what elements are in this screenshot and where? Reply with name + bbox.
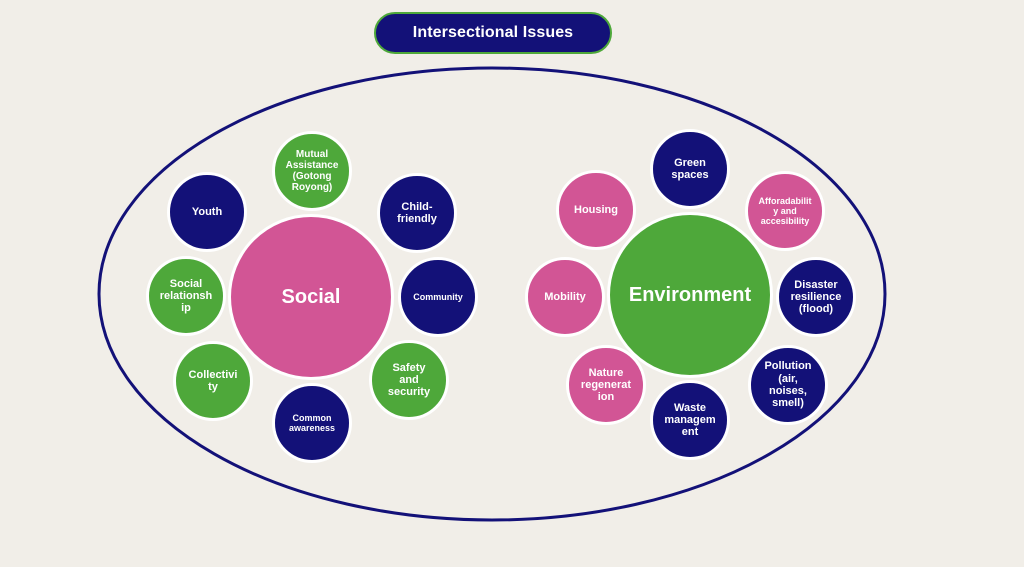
node-housing: Housing <box>556 170 636 250</box>
node-disaster-resilience: Disaster resilience (flood) <box>776 257 856 337</box>
node-safety-and-security: Safety and security <box>369 340 449 420</box>
node-social-relationship: Social relationsh ip <box>146 256 226 336</box>
hub-environment: Environment <box>607 212 773 378</box>
node-community: Community <box>398 257 478 337</box>
node-child-friendly: Child- friendly <box>377 173 457 253</box>
node-waste-management: Waste managem ent <box>650 380 730 460</box>
node-mutual-assistance: Mutual Assistance (Gotong Royong) <box>272 131 352 211</box>
node-affordability-accessibility: Afforadabilit y and accesibility <box>745 171 825 251</box>
node-collectivity: Collectivi ty <box>173 341 253 421</box>
node-mobility: Mobility <box>525 257 605 337</box>
node-youth: Youth <box>167 172 247 252</box>
node-nature-regeneration: Nature regenerat ion <box>566 345 646 425</box>
node-common-awareness: Common awareness <box>272 383 352 463</box>
hub-social: Social <box>228 214 394 380</box>
node-green-spaces: Green spaces <box>650 129 730 209</box>
node-pollution: Pollution (air, noises, smell) <box>748 345 828 425</box>
diagram-title: Intersectional Issues <box>374 12 612 54</box>
